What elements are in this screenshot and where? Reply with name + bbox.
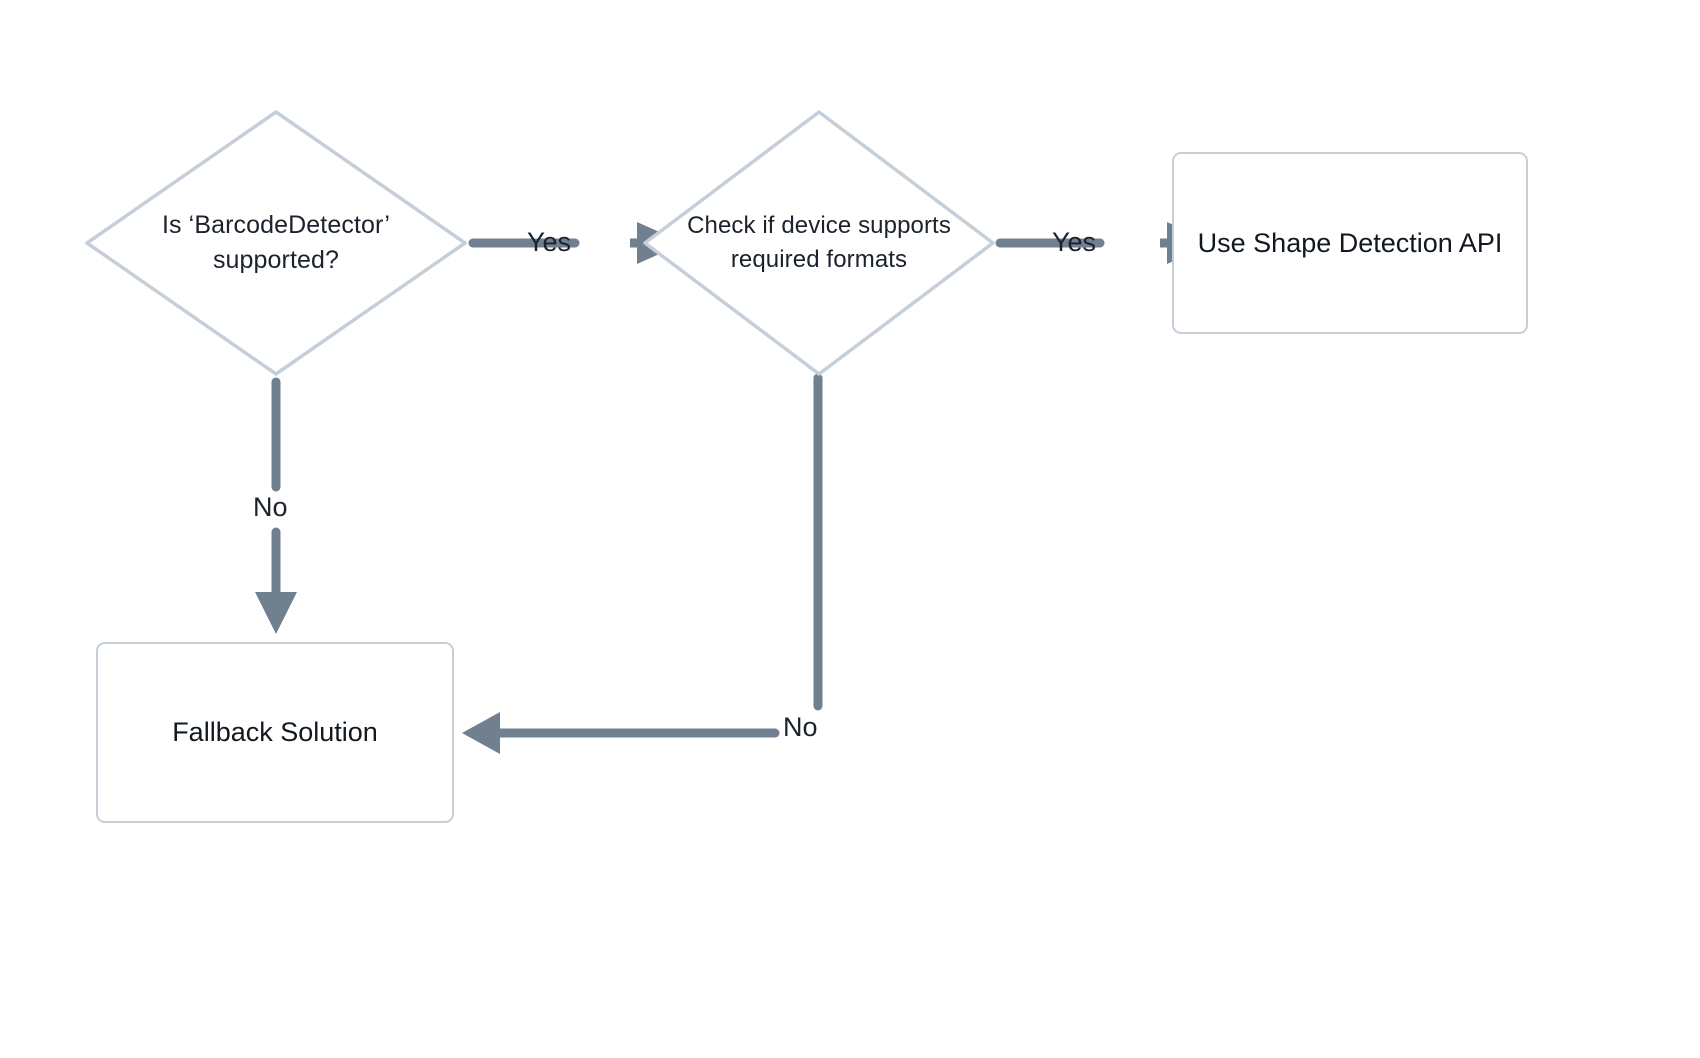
node-fallback-solution[interactable]: Fallback Solution <box>96 642 454 823</box>
edge-label-formats-no: No <box>783 712 818 742</box>
diamond-shape <box>643 110 995 376</box>
diamond-shape <box>85 110 467 376</box>
edge-label-formats-yes: Yes <box>1052 227 1097 257</box>
edge-formats-no <box>462 373 823 754</box>
node-decision-barcodedetector[interactable]: Is ‘BarcodeDetector’ supported? <box>83 108 469 378</box>
edge-label-barcodedetector-no: No <box>253 492 288 522</box>
node-decision-formats[interactable]: Check if device supports required format… <box>641 108 997 378</box>
edge-label-barcodedetector-yes: Yes <box>527 227 572 257</box>
node-label: Fallback Solution <box>172 717 378 748</box>
node-label: Use Shape Detection API <box>1197 227 1503 258</box>
node-use-shape-detection-api[interactable]: Use Shape Detection API <box>1172 152 1528 334</box>
node-label: Check if device supports required format… <box>687 211 951 273</box>
node-label: Is ‘BarcodeDetector’ supported? <box>161 210 391 275</box>
edge-barcodedetector-no <box>255 377 297 634</box>
